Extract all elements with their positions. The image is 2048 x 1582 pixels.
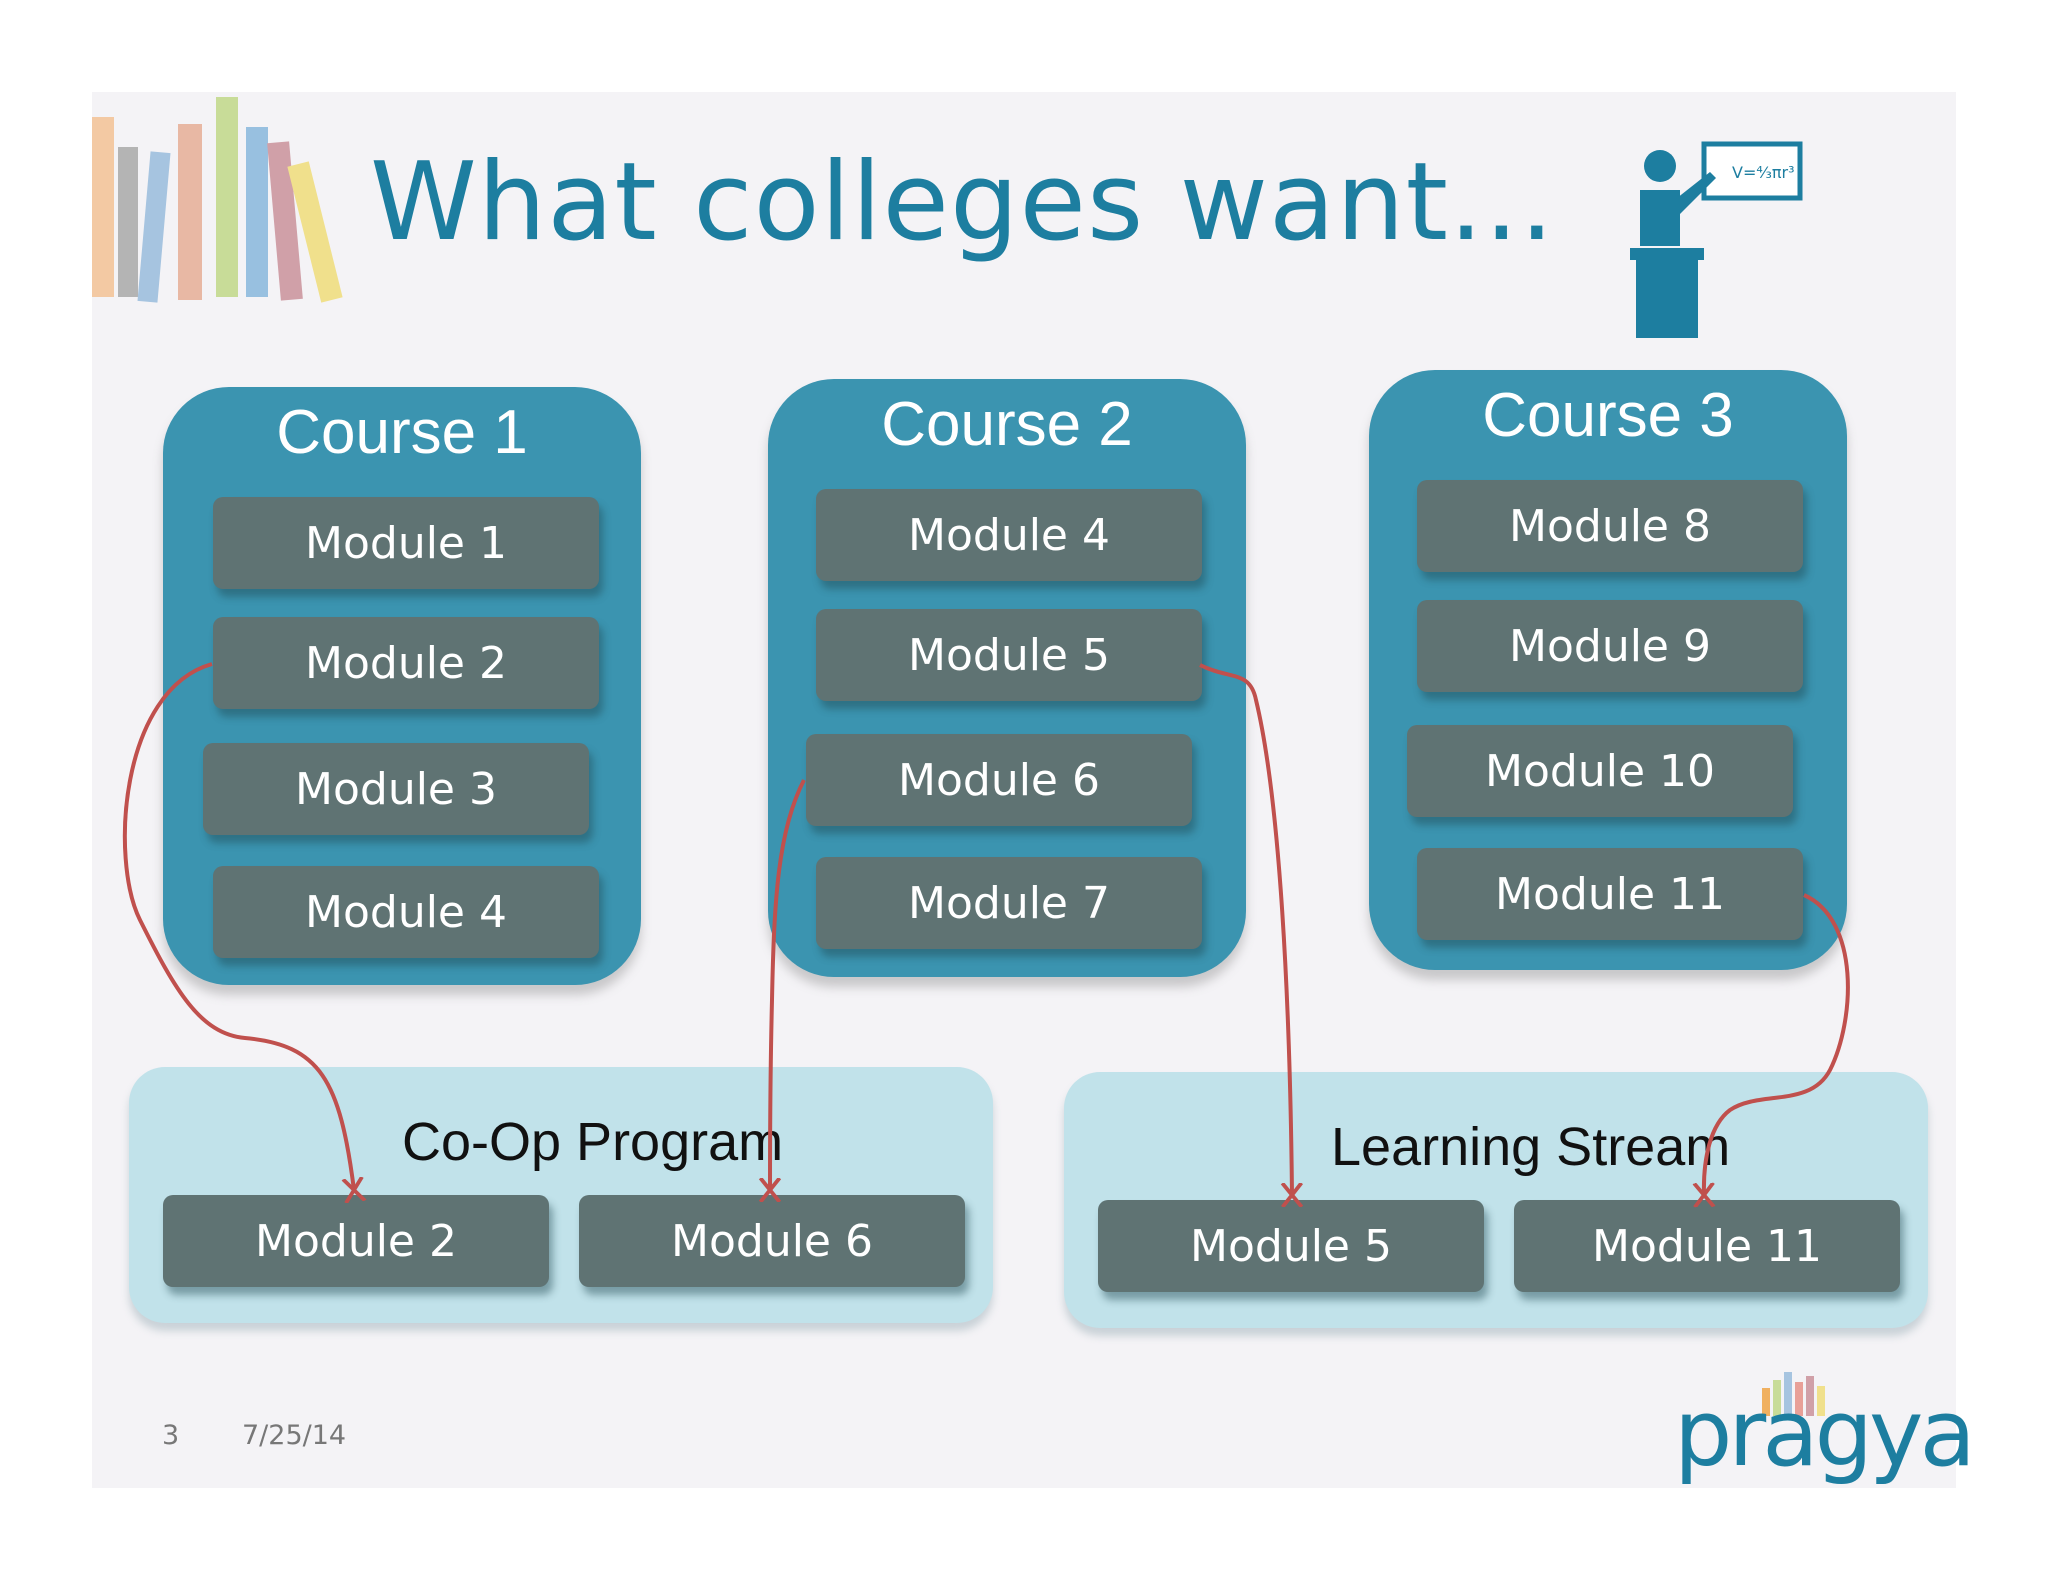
learning-stream-module-11: Module 11	[1514, 1200, 1900, 1292]
co-op-program-title: Co-Op Program	[402, 1112, 784, 1172]
course-3-box: Course 3 Module 8 Module 9 Module 10 Mod…	[1369, 370, 1847, 970]
co-op-program-box: Co-Op Program Module 2 Module 6	[129, 1067, 993, 1323]
arrow-module-6-to-co-op	[770, 779, 806, 1190]
page-number: 3	[162, 1420, 180, 1451]
formula-text: V=⁴⁄₃πr³	[1732, 163, 1794, 182]
course-2-module-7: Module 7	[816, 857, 1202, 949]
teacher-icon: V=⁴⁄₃πr³	[1630, 141, 1803, 338]
slide-title: What colleges want...	[370, 140, 1555, 265]
course-3-title: Course 3	[1482, 381, 1734, 450]
pragya-logo	[1762, 1372, 1825, 1416]
co-op-module-2: Module 2	[163, 1195, 549, 1287]
learning-stream-title: Learning Stream	[1331, 1117, 1731, 1177]
pragya-logo-text: pragya	[1674, 1380, 1976, 1487]
arrow-module-11-to-learning-stream	[1704, 893, 1850, 1195]
course-3-module-9: Module 9	[1417, 600, 1803, 692]
course-2-module-6: Module 6	[806, 734, 1192, 826]
learning-stream-module-5: Module 5	[1098, 1200, 1484, 1292]
course-2-title: Course 2	[881, 390, 1133, 459]
course-1-module-3: Module 3	[203, 743, 589, 835]
course-1-box: Course 1 Module 1 Module 2 Module 3 Modu…	[163, 387, 641, 985]
course-3-module-8: Module 8	[1417, 480, 1803, 572]
course-2-box: Course 2 Module 4 Module 5 Module 6 Modu…	[768, 379, 1246, 977]
course-2-module-4: Module 4	[816, 489, 1202, 581]
arrow-module-5-to-learning-stream	[1199, 663, 1292, 1195]
course-1-title: Course 1	[276, 398, 528, 467]
books-icon	[92, 97, 343, 303]
course-3-module-11: Module 11	[1417, 848, 1803, 940]
slide-date: 7/25/14	[242, 1420, 347, 1451]
course-2-module-5: Module 5	[816, 609, 1202, 701]
course-1-module-2: Module 2	[213, 617, 599, 709]
learning-stream-box: Learning Stream Module 5 Module 11	[1064, 1072, 1928, 1328]
course-3-module-10: Module 10	[1407, 725, 1793, 817]
arrow-module-2-to-co-op	[122, 662, 354, 1190]
course-1-module-4: Module 4	[213, 866, 599, 958]
co-op-module-6: Module 6	[579, 1195, 965, 1287]
course-1-module-1: Module 1	[213, 497, 599, 589]
